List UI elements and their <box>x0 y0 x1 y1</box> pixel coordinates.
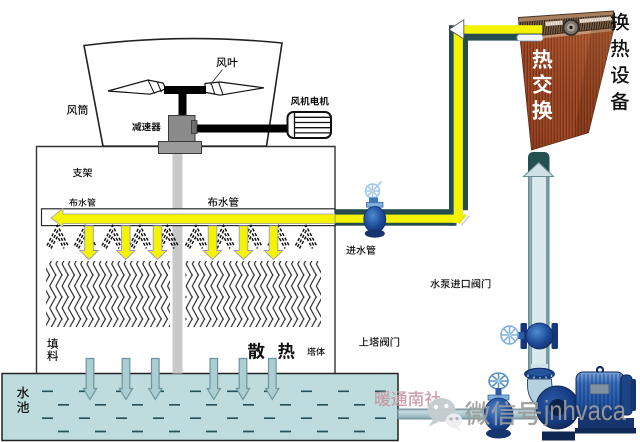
svg-text:jnhvaca: jnhvaca <box>543 395 626 426</box>
